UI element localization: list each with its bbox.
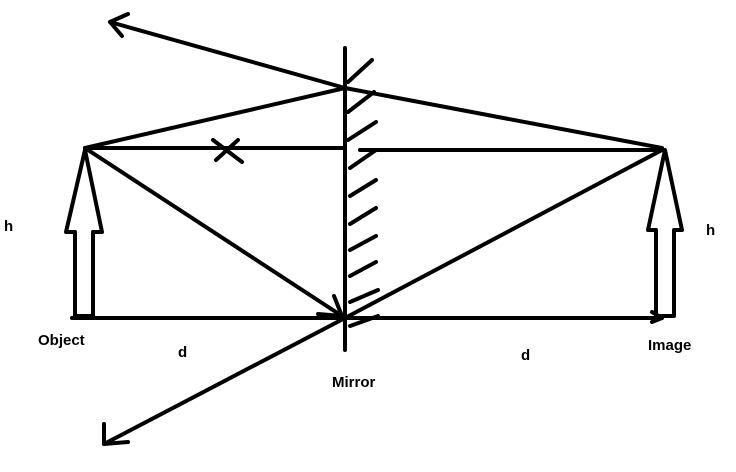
cross-marker	[211, 138, 244, 164]
ray-object-to-mirror-top	[83, 86, 347, 150]
label-height-left: h	[4, 218, 13, 235]
reflected-ray-lower	[102, 316, 347, 446]
label-distance-left: d	[178, 344, 187, 361]
mirror-hatching	[346, 58, 380, 328]
object-arrow	[64, 148, 104, 318]
image-arrow	[646, 148, 684, 318]
label-height-right: h	[706, 222, 715, 239]
ray-mirror-top-to-image	[343, 86, 664, 150]
label-distance-right: d	[521, 347, 530, 364]
ray-object-to-mirror-base	[83, 146, 344, 318]
arrowhead-at-mirror-base	[316, 294, 344, 318]
arrowhead-lower-left	[102, 422, 130, 446]
arrowhead-upper-left	[108, 12, 130, 38]
reflected-ray-upper	[108, 20, 347, 90]
arrowhead-base-right	[650, 310, 664, 324]
label-image: Image	[648, 337, 691, 354]
ray-image-to-mirror-base	[343, 148, 664, 320]
label-mirror: Mirror	[332, 374, 376, 391]
label-object: Object	[38, 332, 85, 349]
